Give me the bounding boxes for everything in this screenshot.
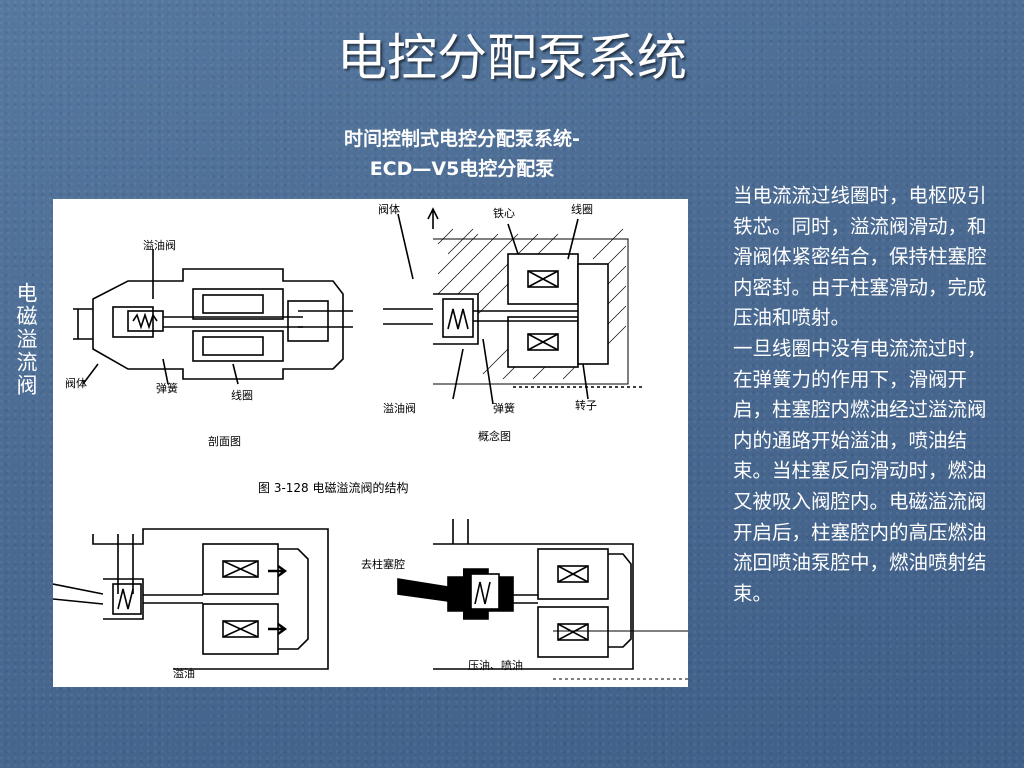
section-view-drawing [73,249,353,385]
label-section-view: 剖面图 [208,434,241,448]
subtitle: 时间控制式电控分配泵系统- ECD—V5电控分配泵 [262,124,662,184]
label-concept-view: 概念图 [478,429,511,443]
description-paragraph-1: 当电流流过线圈时，电枢吸引铁芯。同时，溢流阀滑动，和滑阀体紧密结合，保持柱塞腔内… [733,184,987,330]
injection-state-drawing [397,519,688,680]
subtitle-line-1: 时间控制式电控分配泵系统- [344,128,580,150]
valve-structure-figure: 溢油阀 阀体 弹簧 线圈 剖面图 阀体 铁心 线圈 溢油阀 弹簧 转子 概念图 … [53,199,688,687]
figure-caption: 图 3-128 电磁溢流阀的结构 [258,480,409,495]
label-rotor: 转子 [575,398,597,412]
side-label: 电磁溢流阀 [14,282,38,397]
subtitle-line-2: ECD—V5电控分配泵 [369,158,555,180]
label-valve-body-left: 阀体 [65,376,87,390]
slide-title: 电控分配泵系统 [337,29,687,87]
description-text: 当电流流过线圈时，电枢吸引铁芯。同时，溢流阀滑动，和滑阀体紧密结合，保持柱塞腔内… [733,181,995,609]
label-spring-left: 弹簧 [156,381,178,395]
concept-view-drawing [383,207,643,405]
label-iron-core: 铁心 [493,207,515,220]
label-overflow: 溢油 [173,666,195,680]
label-press-inject: 压油、喷油 [468,658,523,672]
overflow-state-drawing [53,528,329,670]
label-to-plunger-chamber: 去柱塞腔 [361,557,405,571]
label-overflow-valve-top: 溢油阀 [143,238,176,252]
label-spring-right: 弹簧 [493,401,515,415]
label-overflow-valve-right: 溢油阀 [383,401,416,415]
description-paragraph-2: 一旦线圈中没有电流流过时，在弹簧力的作用下，滑阀开启，柱塞腔内燃油经过溢流阀内的… [733,336,987,605]
valve-diagram: 溢油阀 阀体 弹簧 线圈 剖面图 阀体 铁心 线圈 溢油阀 弹簧 转子 概念图 … [53,202,688,680]
label-coil-right: 线圈 [571,202,593,216]
label-coil-left: 线圈 [231,388,253,402]
label-valve-body-right: 阀体 [378,202,400,216]
